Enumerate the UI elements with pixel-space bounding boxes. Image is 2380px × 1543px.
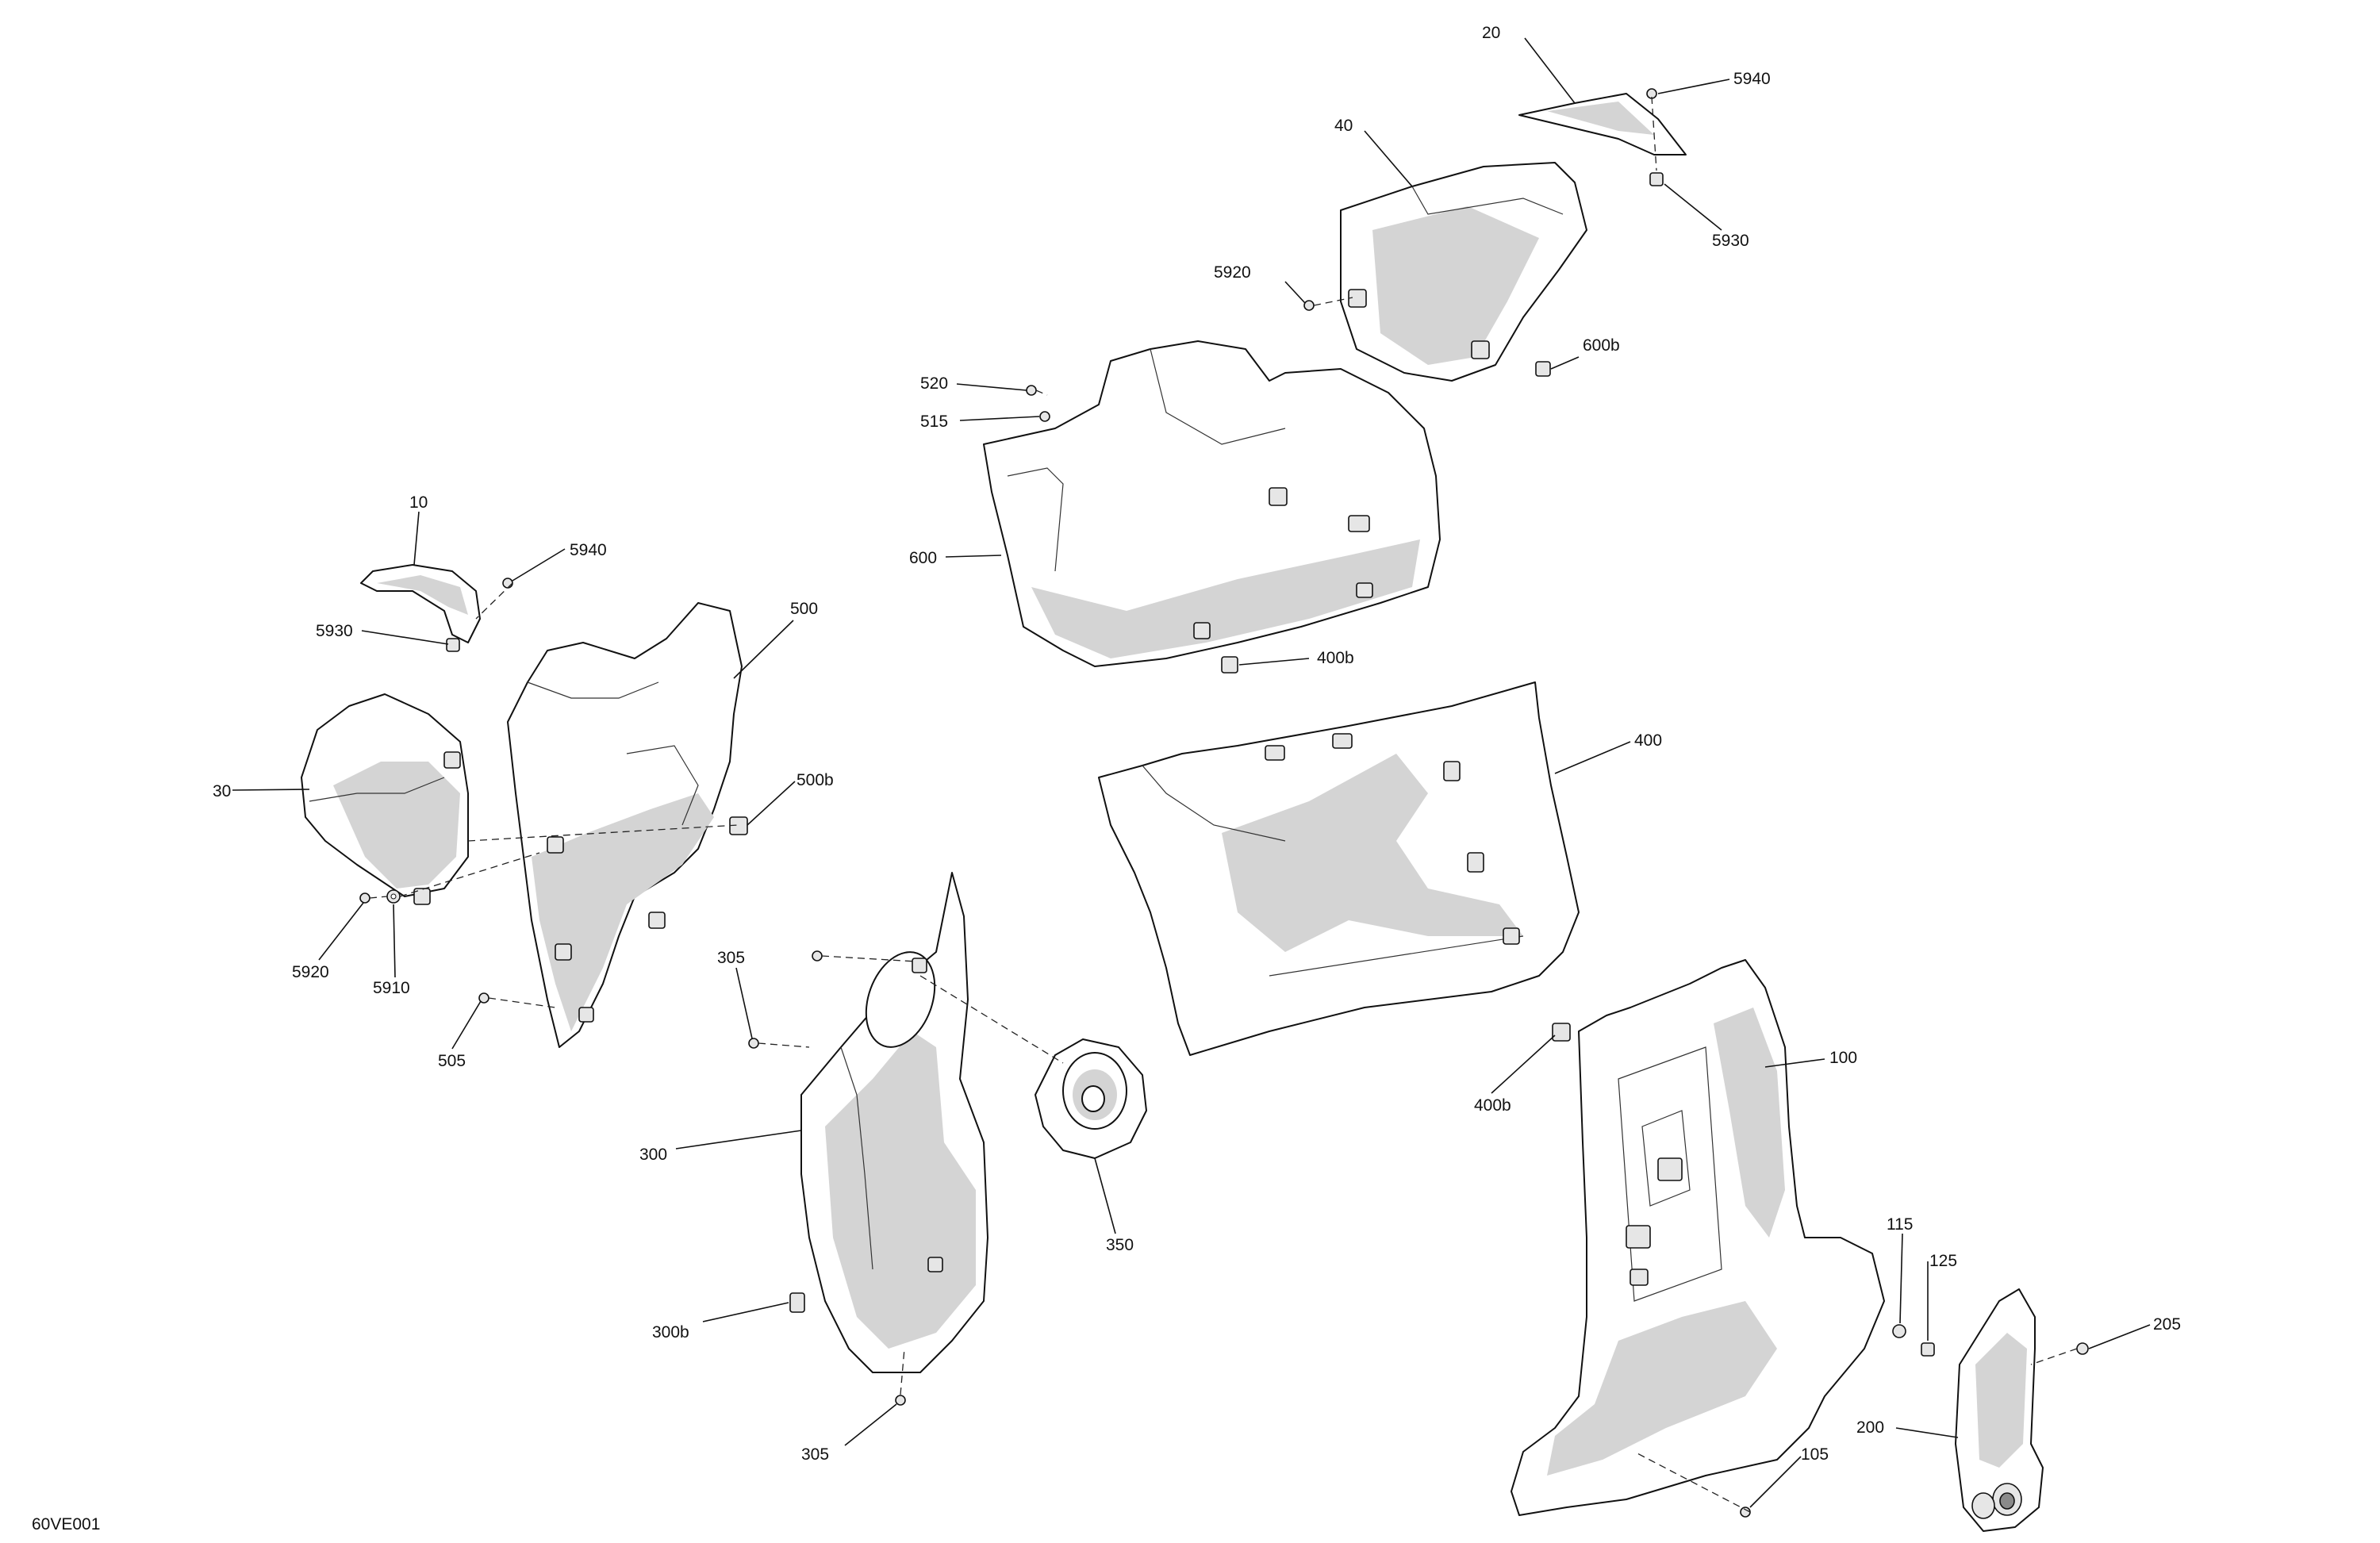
part-10-trim	[360, 564, 481, 643]
callout-600: 600	[909, 549, 937, 567]
callout-300: 300	[639, 1146, 667, 1164]
callout-5930-left: 5930	[316, 622, 353, 640]
screw-5920-left	[359, 892, 370, 904]
washer-515	[1039, 411, 1050, 422]
callout-10: 10	[409, 493, 428, 512]
callout-205: 205	[2153, 1315, 2181, 1334]
callout-115: 115	[1887, 1215, 1913, 1234]
callout-505: 505	[438, 1052, 466, 1070]
callout-30: 30	[213, 782, 231, 800]
part-100-panel	[1511, 959, 1885, 1516]
callout-350: 350	[1106, 1236, 1134, 1254]
callout-400b-bottom: 400b	[1474, 1096, 1511, 1115]
callout-500: 500	[790, 600, 818, 618]
nut-400b-top	[1221, 656, 1238, 674]
callout-20: 20	[1482, 24, 1500, 42]
callout-labels: 20 5940 40 5930 5920 600b 520 515 600 40…	[32, 24, 2181, 1533]
callout-300b: 300b	[652, 1323, 689, 1341]
callout-515: 515	[920, 413, 948, 431]
nut-300b	[789, 1292, 805, 1313]
screw-305-bottom	[895, 1395, 906, 1406]
callout-100: 100	[1829, 1049, 1857, 1067]
callout-400: 400	[1634, 731, 1662, 750]
part-500-panel	[507, 602, 743, 1048]
assembly-lines	[369, 96, 2078, 1513]
leader-lines	[232, 37, 2151, 1508]
callout-5910: 5910	[373, 979, 410, 997]
part-600-panel	[983, 340, 1441, 667]
part-400-panel	[1098, 681, 1580, 1056]
callout-5940-top: 5940	[1733, 70, 1771, 88]
part-20-trim	[1518, 93, 1687, 155]
part-200-module	[1955, 1288, 2044, 1532]
callout-125: 125	[1929, 1252, 1957, 1270]
callout-200: 200	[1856, 1418, 1884, 1437]
callout-5920-top: 5920	[1214, 263, 1251, 282]
washer-5910	[386, 889, 401, 904]
part-300-panel	[800, 872, 988, 1373]
nut-5930-left	[446, 638, 460, 652]
callout-305-bottom: 305	[801, 1445, 829, 1464]
part-30-cover	[301, 693, 469, 905]
screw-105	[1740, 1507, 1751, 1518]
callout-5920-left: 5920	[292, 963, 329, 981]
screw-305-top	[748, 950, 823, 1049]
nut-125	[1921, 1342, 1935, 1357]
callout-5930-top: 5930	[1712, 232, 1749, 250]
screw-5920-top	[1303, 300, 1315, 311]
callout-600b: 600b	[1583, 336, 1620, 355]
callout-105: 105	[1801, 1445, 1829, 1464]
nut-600b	[1535, 361, 1551, 377]
callout-500b: 500b	[797, 771, 834, 789]
callout-5940-left: 5940	[570, 541, 607, 559]
callout-40: 40	[1334, 117, 1353, 135]
callout-400b-top: 400b	[1317, 649, 1354, 667]
screw-115	[1892, 1324, 1906, 1338]
part-350-boot	[1035, 1038, 1147, 1159]
nut-400b-bottom	[1552, 1023, 1571, 1042]
diagram-id: 60VE001	[32, 1515, 100, 1533]
part-40-cover	[1340, 162, 1587, 382]
screw-520	[1026, 385, 1037, 396]
callout-520: 520	[920, 374, 948, 393]
screw-205	[2076, 1342, 2089, 1355]
nut-5930-top	[1649, 172, 1664, 186]
screw-5940-left	[502, 578, 513, 589]
callout-305-top: 305	[717, 949, 745, 967]
